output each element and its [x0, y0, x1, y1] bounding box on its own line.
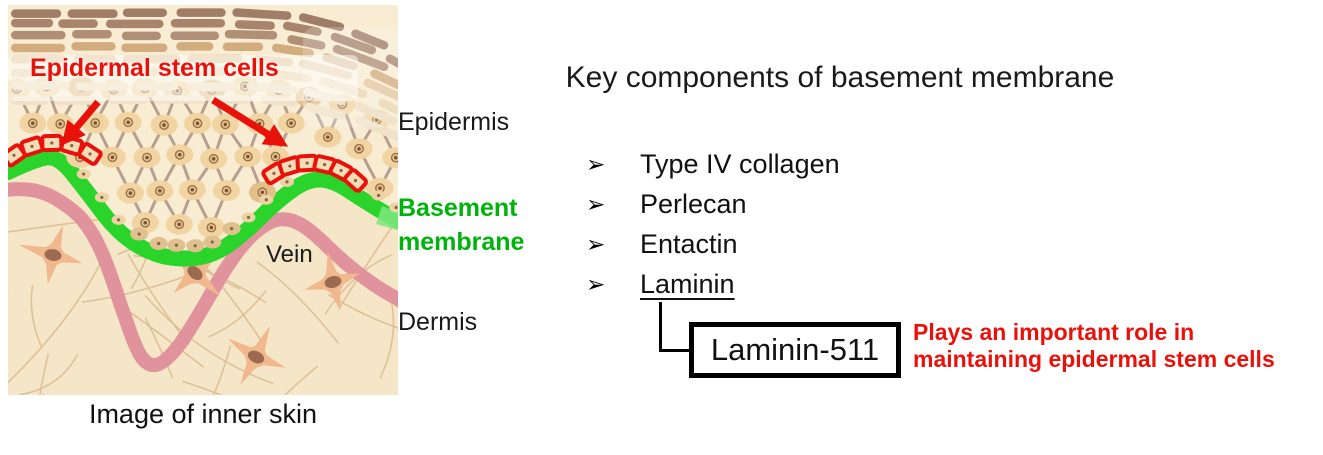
dermis-label: Dermis: [398, 308, 478, 336]
arrow-bullet-icon: ➢: [586, 150, 606, 177]
list-item-label: Perlecan: [640, 188, 747, 219]
epidermis-label: Epidermis: [398, 108, 510, 136]
components-list: ➢ Type IV collagen ➢ Perlecan ➢ Entactin ➢ L…: [586, 144, 840, 304]
skin-illustration: [8, 5, 398, 395]
list-item-label: Type IV collagen: [640, 148, 840, 179]
note-line2: maintaining epidermal stem cells: [913, 346, 1275, 372]
list-item-laminin: ➢ Laminin: [586, 264, 840, 304]
stem-cells-label: Epidermal stem cells: [30, 54, 279, 82]
vein-label: Vein: [266, 241, 313, 268]
laminin-511-box: Laminin-511: [689, 322, 901, 378]
connector-vertical-line: [659, 302, 662, 352]
basement-membrane-line1: Basement: [398, 194, 518, 222]
image-caption: Image of inner skin: [88, 399, 318, 429]
note-line1: Plays an important role in: [913, 319, 1195, 345]
arrow-bullet-icon: ➢: [586, 270, 606, 297]
connector-horizontal-line: [659, 349, 690, 352]
list-item-perlecan: ➢ Perlecan: [586, 184, 840, 224]
list-item-label: Laminin: [640, 268, 735, 299]
arrow-bullet-icon: ➢: [586, 230, 606, 257]
slide-title: Key components of basement membrane: [565, 61, 1115, 94]
basement-membrane-label: Basement membrane: [398, 191, 524, 259]
arrow-bullet-icon: ➢: [586, 190, 606, 217]
list-item-entactin: ➢ Entactin: [586, 224, 840, 264]
laminin-511-label: Laminin-511: [710, 332, 880, 367]
list-item-label: Entactin: [640, 228, 738, 259]
basement-membrane-line2: membrane: [398, 228, 525, 256]
list-item-type-iv-collagen: ➢ Type IV collagen: [586, 144, 840, 184]
